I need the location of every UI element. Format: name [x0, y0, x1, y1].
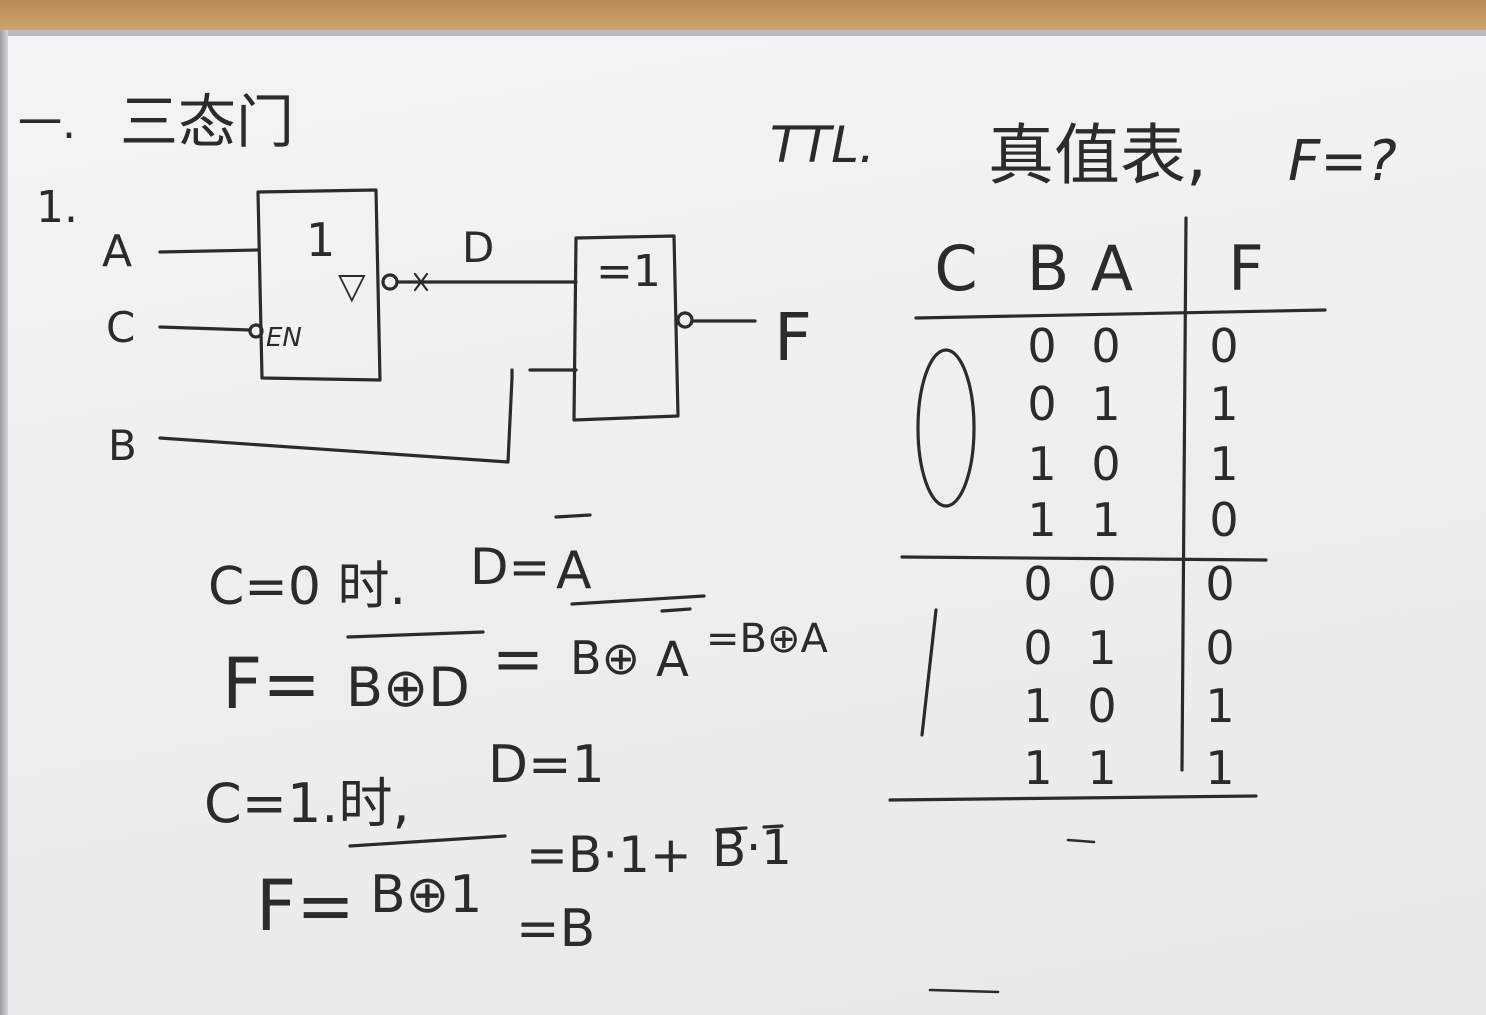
item-number: 1.: [36, 182, 78, 233]
table-cell: 1: [1023, 679, 1052, 733]
overline-f-expr: [346, 630, 485, 639]
xor-output-bubble: [676, 311, 694, 329]
wire-a: [158, 248, 260, 254]
case1-f-step: B⊕: [570, 631, 640, 685]
overline-f2-1: [762, 824, 784, 829]
case1-f-eq: F=: [222, 643, 321, 725]
table-cell: 0: [1087, 557, 1116, 611]
output-f-label: F: [774, 299, 812, 376]
table-cell: 0: [1205, 557, 1234, 611]
case2-d-eq: D=1: [488, 735, 605, 795]
table-cell: 1: [1027, 493, 1056, 547]
case1-f-final: =B⊕A: [706, 616, 828, 662]
table-cell: 0: [1023, 557, 1052, 611]
question-label: F=?: [1288, 129, 1397, 194]
table-header-line: [914, 308, 1327, 320]
case2-condition: C=1.时,: [204, 772, 410, 835]
table-header-c: C: [934, 232, 977, 305]
buffer-output-bubble: [381, 273, 399, 291]
table-cell: 1: [1091, 493, 1120, 547]
case1-eq: =: [492, 622, 544, 695]
whiteboard-frame: [0, 30, 8, 1015]
node-d-label: D: [462, 223, 494, 272]
tristate-triangle: ▽: [338, 266, 366, 307]
ttl-label: TTL.: [770, 116, 875, 174]
table-cell: 0: [1023, 621, 1052, 675]
truth-table-grid: [888, 216, 1327, 994]
table-cell: 1: [1091, 377, 1120, 431]
table-cell: 0: [1209, 493, 1238, 547]
overline-f-step: [570, 594, 706, 606]
case2-f-step-b: B: [712, 820, 746, 878]
table-cell: 0: [1209, 319, 1238, 373]
truth-table-title: 真值表,: [988, 117, 1207, 194]
section-title: 三态门: [120, 88, 294, 156]
wire-c: [158, 325, 252, 332]
section-marker: 一.: [18, 98, 76, 149]
table-cell: 1: [1209, 377, 1238, 431]
table-cell: 0: [1091, 437, 1120, 491]
overline-d-a: [554, 513, 592, 519]
table-cell: 1: [1087, 621, 1116, 675]
table-header-a: A: [1091, 232, 1133, 305]
table-group-divider: [900, 555, 1268, 562]
table-cell: 1: [1087, 741, 1116, 795]
table-cell: 0: [1027, 319, 1056, 373]
overline-f-step-a: [660, 607, 692, 613]
input-c-label: C: [106, 303, 135, 352]
table-cell: 1: [1205, 679, 1234, 733]
c-zero-mark: [916, 348, 976, 508]
table-header-b: B: [1027, 232, 1070, 305]
derivation-case-2: C=1.时, D=1 F= B⊕1 =B·1+ B ·1 =B: [204, 735, 792, 959]
table-cell: 0: [1087, 679, 1116, 733]
table-bottom-line: [888, 794, 1258, 802]
table-cell: 0: [1091, 319, 1120, 373]
table-cell: 0: [1205, 621, 1234, 675]
case2-f-expr: B⊕1: [370, 865, 482, 925]
xor-symbol: =1: [596, 246, 661, 297]
enable-label: EN: [266, 323, 302, 353]
overline-f2-b: [715, 826, 748, 832]
table-header-f: F: [1228, 232, 1264, 305]
buffer-symbol: 1: [306, 213, 335, 267]
table-cell: 1: [1023, 741, 1052, 795]
case2-f-step: =B·1+: [526, 826, 692, 884]
table-cell: 1: [1205, 741, 1234, 795]
overlines: [346, 513, 784, 848]
case1-condition: C=0 时.: [208, 557, 406, 617]
case1-f-expr: B⊕D: [346, 656, 470, 719]
table-vertical-line: [1180, 216, 1188, 772]
case1-d-val: A: [556, 541, 592, 601]
whiteboard: [0, 30, 1486, 1015]
wire-b: [158, 368, 578, 464]
buffer-gate-box: [256, 188, 382, 382]
case1-f-step-a: A: [656, 632, 689, 688]
enable-inversion-bubble: [248, 323, 264, 339]
input-a-label: A: [102, 226, 132, 277]
case1-d-eq: D=: [470, 538, 550, 596]
c-one-mark: [920, 608, 938, 737]
table-cell: 1: [1027, 437, 1056, 491]
circuit-diagram: [158, 188, 757, 464]
overline-f2-expr: [348, 834, 507, 848]
derivation-case-1: C=0 时. D= A F= B⊕D = B⊕ A =B⊕A: [208, 538, 828, 725]
table-cell: 0: [1027, 377, 1056, 431]
case2-f-step-end: ·1: [746, 820, 792, 876]
input-b-label: B: [108, 421, 137, 470]
xor-gate-box: [572, 234, 680, 422]
case2-f-eq: F=: [256, 865, 355, 947]
case2-f-final: =B: [516, 899, 595, 959]
table-cell: 1: [1209, 437, 1238, 491]
